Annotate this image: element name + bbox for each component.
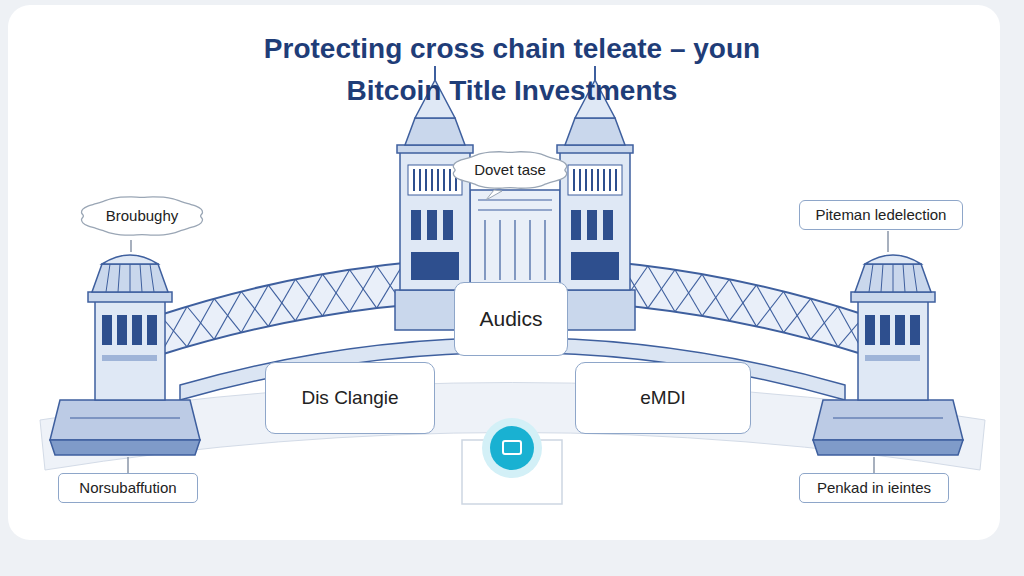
card-panel bbox=[8, 5, 1000, 540]
truss-member bbox=[187, 299, 214, 347]
truss-member bbox=[702, 274, 729, 321]
truss-member bbox=[648, 270, 675, 308]
truss-member bbox=[756, 292, 783, 327]
label-box: Norsubaffution bbox=[58, 473, 198, 503]
left-tower bbox=[50, 255, 200, 455]
truss-member bbox=[268, 279, 295, 326]
cloud-shape bbox=[453, 152, 566, 188]
label-box: eMDI bbox=[575, 362, 751, 434]
truss-member bbox=[241, 285, 268, 332]
callout-stem bbox=[130, 240, 132, 252]
node-text: Dis Clangie bbox=[301, 387, 398, 410]
callout-tail bbox=[486, 190, 502, 200]
callout-cloud: Dovet tase bbox=[448, 148, 572, 192]
right-tower bbox=[813, 255, 963, 455]
truss-member bbox=[214, 292, 241, 340]
node-text: eMDI bbox=[640, 387, 685, 410]
label-box: Penkad in ieintes bbox=[799, 473, 949, 503]
truss-member bbox=[811, 299, 838, 347]
node-text: Dovet tase bbox=[474, 161, 546, 179]
truss-member bbox=[729, 285, 756, 321]
diagram-title: Protecting cross chain teleate – youn Bi… bbox=[222, 28, 802, 112]
node-text: Broubughy bbox=[106, 207, 179, 225]
icon-glyph bbox=[503, 441, 521, 454]
node-text: Norsubaffution bbox=[79, 479, 176, 497]
node-text: Penkad in ieintes bbox=[817, 479, 931, 497]
icon-halo bbox=[482, 418, 542, 478]
icon-circle bbox=[490, 426, 534, 470]
truss-member bbox=[729, 279, 756, 326]
truss-member bbox=[295, 274, 322, 321]
callout-stem bbox=[887, 231, 889, 252]
central-gate bbox=[470, 190, 560, 290]
label-box: Dis Clangie bbox=[265, 362, 435, 434]
truss-member bbox=[784, 292, 811, 340]
truss-member bbox=[350, 266, 377, 312]
node-text: Piteman ledelection bbox=[816, 206, 947, 224]
truss-member bbox=[323, 270, 350, 316]
truss-member bbox=[675, 274, 702, 312]
gate-lines bbox=[478, 200, 552, 280]
label-box: Piteman ledelection bbox=[799, 200, 963, 230]
truss-member bbox=[675, 270, 702, 316]
truss-member bbox=[784, 299, 811, 333]
label-box: Audics bbox=[454, 282, 568, 356]
callout-stem bbox=[873, 457, 875, 473]
node-text: Audics bbox=[479, 306, 542, 331]
truss-member bbox=[811, 306, 838, 339]
cloud-shape bbox=[81, 197, 202, 235]
callout-stem bbox=[127, 457, 129, 473]
callout-cloud: Broubughy bbox=[76, 193, 208, 239]
truss-member bbox=[702, 279, 729, 316]
truss-member bbox=[648, 266, 675, 312]
truss-member bbox=[756, 285, 783, 332]
